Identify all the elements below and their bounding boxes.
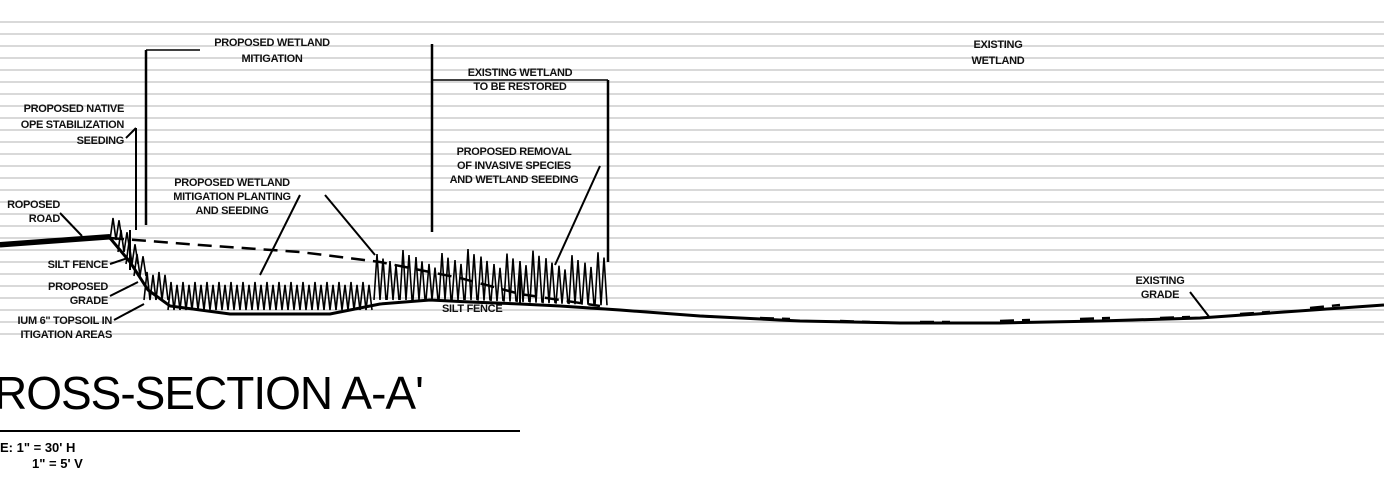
vegetation-tuft <box>299 281 313 311</box>
vegetation-tuft <box>203 281 217 311</box>
title-underline <box>0 430 520 432</box>
vegetation-tuft <box>412 256 426 301</box>
vegetation-tuft <box>568 255 582 305</box>
vegetation-tuft <box>516 261 530 303</box>
vegetation-tuft <box>335 281 349 311</box>
vegetation-tuft <box>438 252 452 301</box>
vegetation-tuft <box>215 281 229 311</box>
silt-fence-bottom-label: SILT FENCE <box>442 303 502 315</box>
wetland-vegetation <box>109 217 608 311</box>
vegetation-tuft <box>275 281 289 311</box>
scale-vertical: 1" = 5' V <box>32 456 83 471</box>
vegetation-tuft <box>323 281 337 311</box>
vegetation-tuft <box>555 265 569 304</box>
existing-grade-dashed-line <box>109 236 1341 324</box>
vegetation-tuft <box>143 271 157 301</box>
vegetation-tuft <box>425 263 439 301</box>
vegetation-tuft <box>191 281 205 311</box>
vegetation-tuft <box>464 248 478 301</box>
vegetation-tuft <box>263 281 277 311</box>
scale-horizontal: E: 1" = 30' H <box>0 440 76 455</box>
vegetation-tuft <box>477 256 491 301</box>
vegetation-tuft <box>359 281 373 311</box>
silt-fence-left-label: SILT FENCE <box>48 259 108 271</box>
vegetation-tuft <box>386 260 400 301</box>
vegetation-tuft <box>594 252 608 306</box>
vegetation-tuft <box>167 281 181 311</box>
vegetation-tuft <box>311 281 325 311</box>
vegetation-tuft <box>542 258 556 304</box>
vegetation-tuft <box>347 281 361 311</box>
vegetation-tuft <box>451 259 465 301</box>
vegetation-tuft <box>287 281 301 311</box>
vegetation-tuft <box>399 249 413 301</box>
vegetation-tuft <box>133 253 147 277</box>
vegetation-tuft <box>239 281 253 311</box>
vegetation-tuft <box>490 264 504 302</box>
vegetation-tuft <box>251 281 265 311</box>
leader-lines <box>59 127 1211 321</box>
vegetation-tuft <box>155 271 169 301</box>
section-title: ROSS-SECTION A-A' <box>0 367 424 419</box>
vegetation-tuft <box>227 281 241 311</box>
sheet-rule-lines <box>0 21 1384 335</box>
vegetation-tuft <box>109 217 123 241</box>
road-surface <box>0 234 111 246</box>
vegetation-tuft <box>125 241 139 265</box>
vegetation-tuft <box>581 262 595 305</box>
vegetation-tuft <box>373 253 387 301</box>
vegetation-tuft <box>117 229 131 253</box>
vegetation-tuft <box>179 281 193 311</box>
vegetation-tuft <box>529 250 543 303</box>
vegetation-tuft <box>503 253 517 302</box>
